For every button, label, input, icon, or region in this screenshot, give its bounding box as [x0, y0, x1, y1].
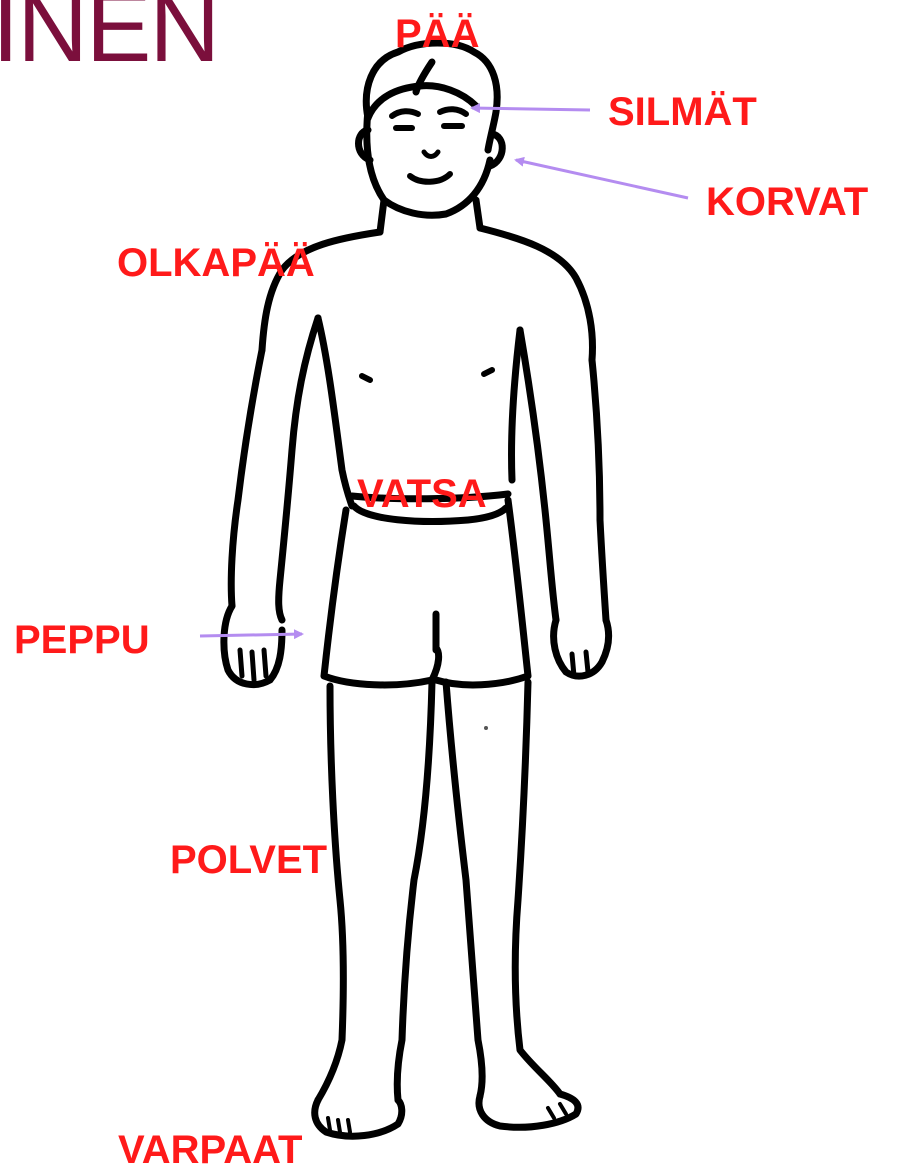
peppu-arrow	[200, 634, 302, 636]
label-olkapaa: OLKAPÄÄ	[117, 243, 315, 283]
label-paa: PÄÄ	[395, 14, 479, 54]
korvat-arrow	[516, 160, 688, 198]
neck	[380, 200, 384, 232]
label-peppu: PEPPU	[14, 620, 150, 660]
label-varpaat: VARPAAT	[118, 1130, 302, 1170]
right-hand	[554, 620, 609, 676]
label-korvat: KORVAT	[706, 182, 868, 222]
right-arm	[592, 360, 606, 620]
left-leg	[318, 686, 343, 1100]
shorts	[324, 510, 439, 685]
torso-right	[480, 228, 592, 360]
left-arm	[231, 350, 262, 606]
page-title: INEN	[0, 0, 218, 76]
right-leg	[446, 682, 482, 1096]
label-polvet: POLVET	[170, 840, 327, 880]
label-vatsa: VATSA	[357, 474, 487, 514]
label-silmat: SILMÄT	[608, 92, 757, 132]
silmat-arrow	[472, 108, 590, 110]
